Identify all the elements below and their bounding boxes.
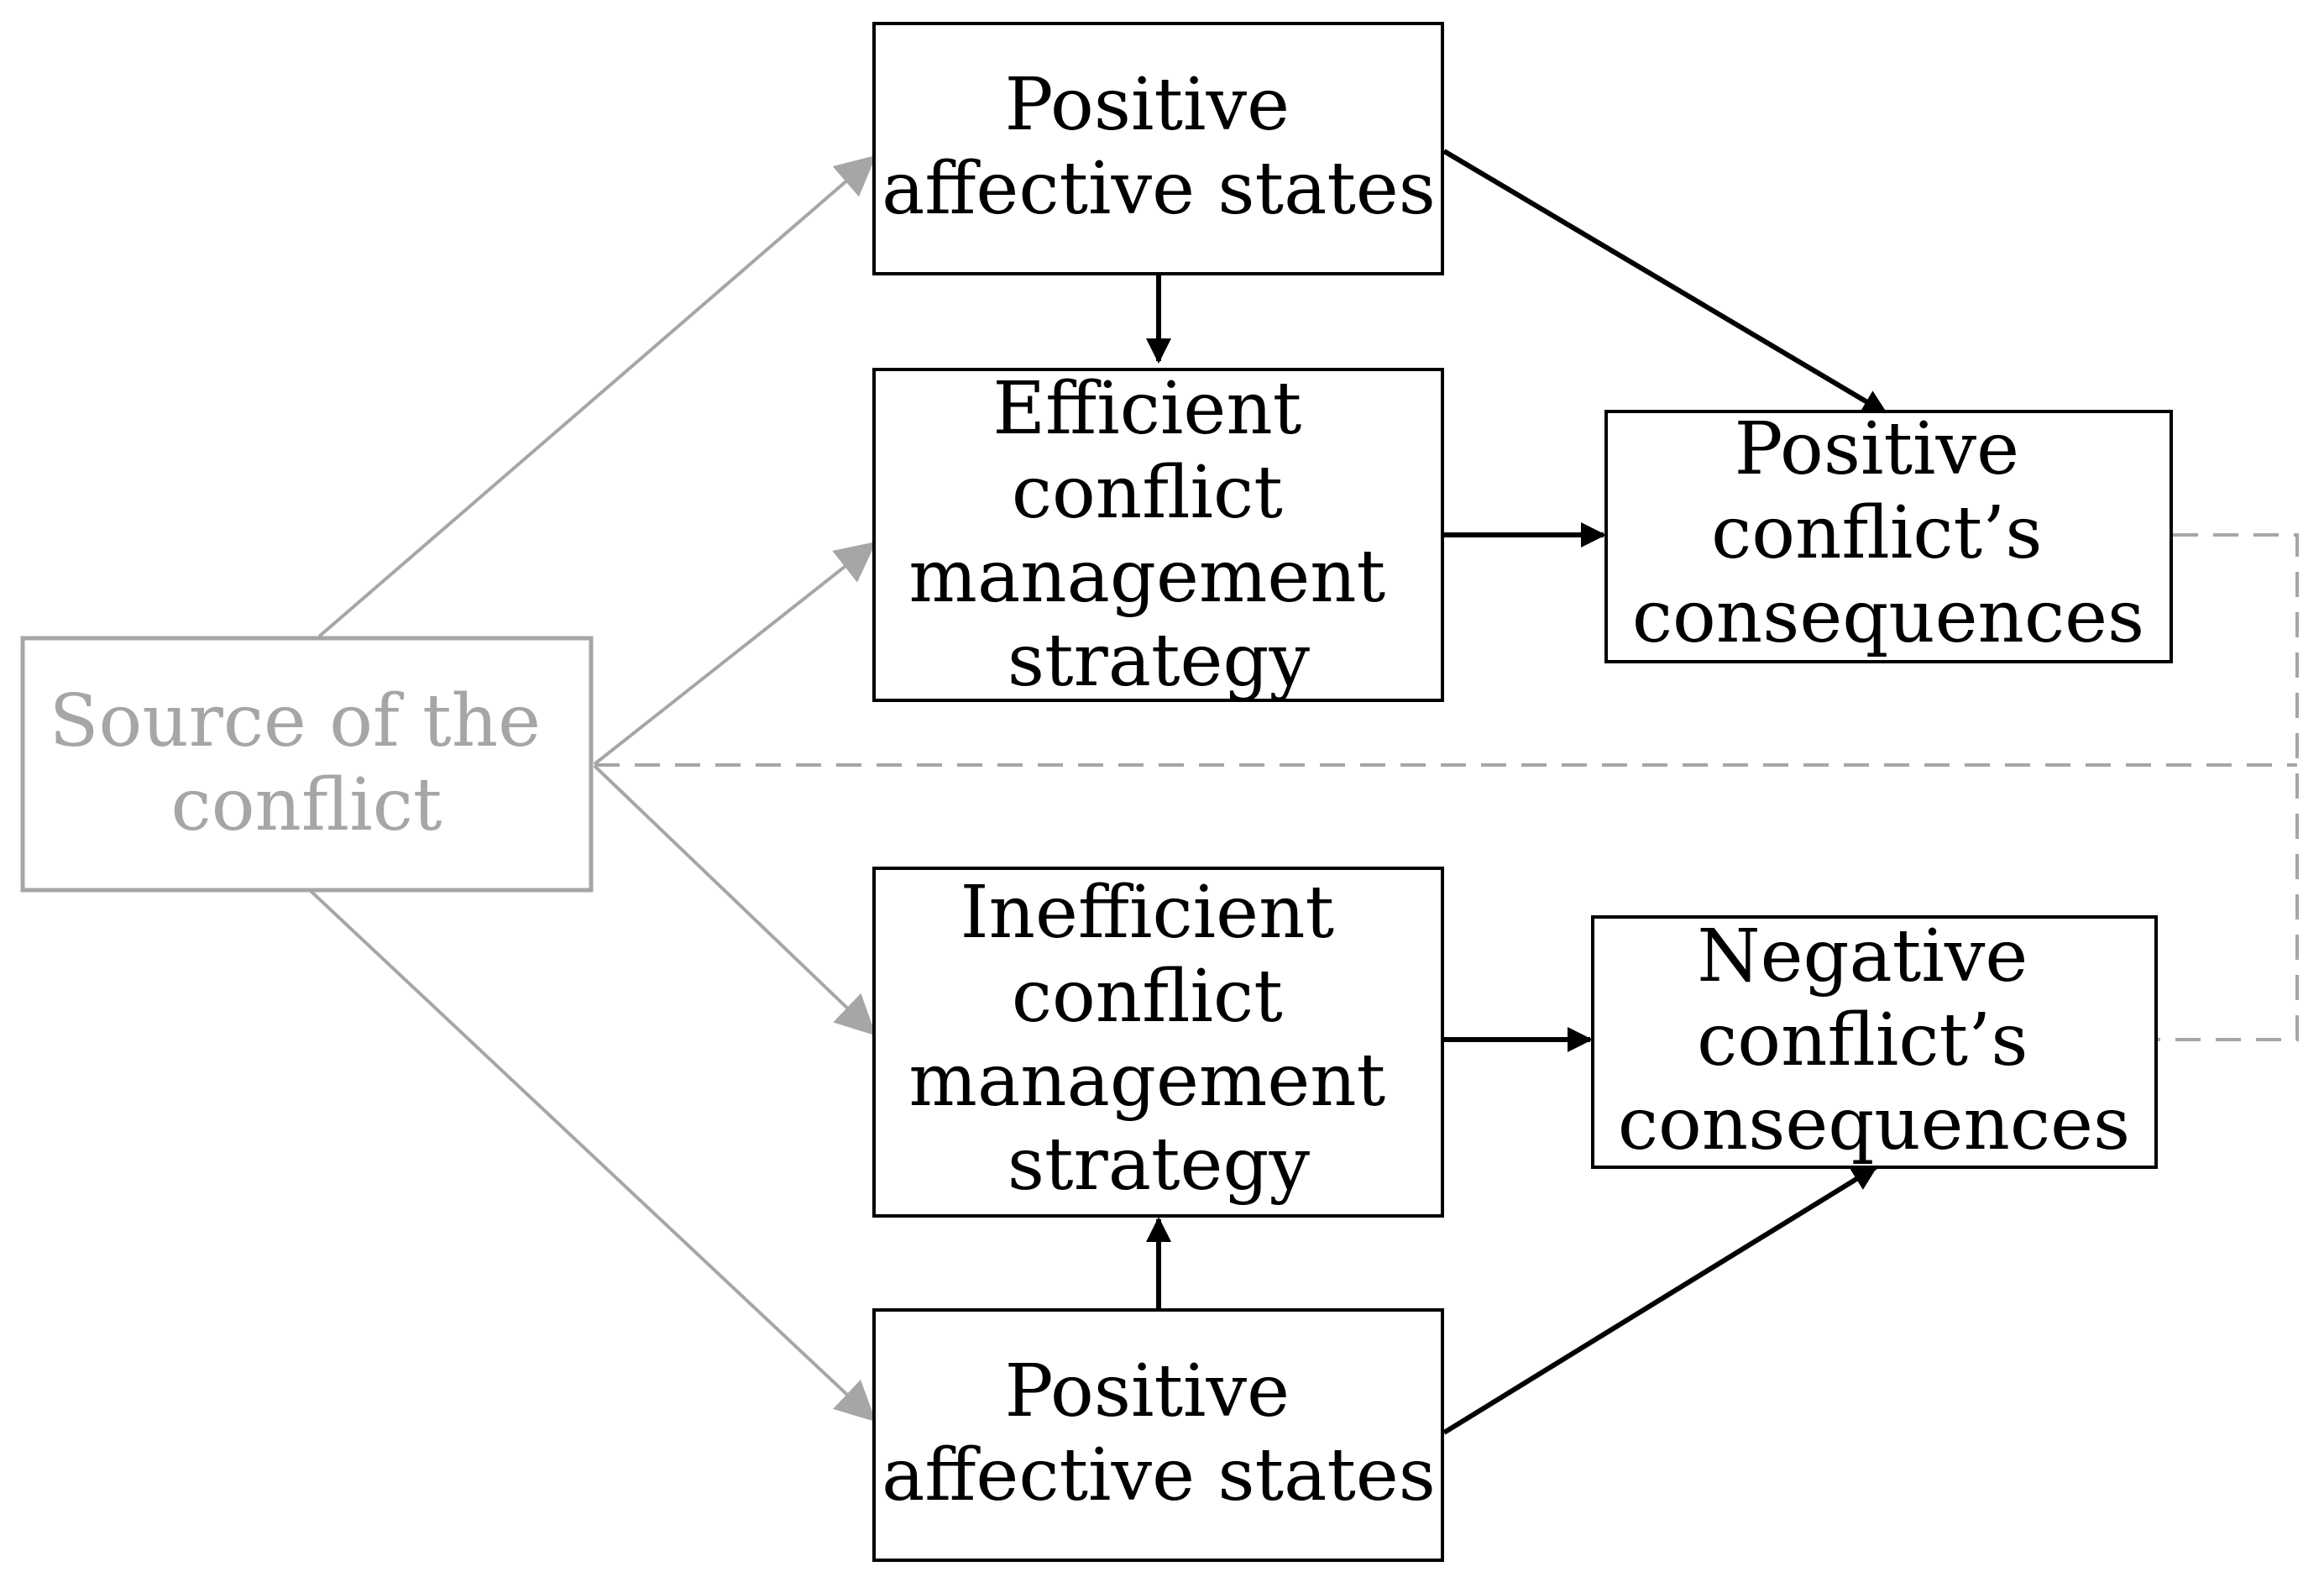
node-positive-affect-bottom: Positive affective states	[872, 1308, 1444, 1562]
arrow-affect-bottom-to-negative-consequences	[1442, 1165, 1878, 1435]
node-efficient-strategy-box	[872, 368, 1444, 702]
node-efficient-strategy: Efficient conflict management strategy	[872, 367, 1444, 703]
node-negative-consequences-label: Negative conflict’s consequences	[1618, 914, 2130, 1166]
node-positive-affect-bottom-label: Positive affective states	[882, 1349, 1436, 1517]
arrow-affect-top-to-positive-consequences	[1442, 149, 1888, 416]
node-positive-consequences-box	[1604, 410, 2173, 663]
node-inefficient-strategy: Inefficient conflict management strategy	[872, 867, 1444, 1218]
node-source-label: Source of the conflict	[50, 679, 564, 847]
node-positive-consequences-label: Positive conflict’s consequences	[1632, 407, 2144, 659]
node-negative-consequences-box	[1591, 915, 2158, 1169]
arrow-source-to-inefficient-strategy	[593, 764, 877, 1036]
node-positive-affect-top: Positive affective states	[872, 22, 1444, 275]
node-efficient-strategy-label: Efficient conflict management strategy	[908, 367, 1408, 703]
dashed-bracket	[2158, 533, 2299, 1041]
node-positive-affect-top-label: Positive affective states	[882, 63, 1436, 231]
arrow-source-to-efficient-strategy	[593, 542, 877, 766]
node-source-box	[20, 636, 594, 893]
arrow-source-to-positive-affect-bottom	[309, 889, 877, 1422]
node-source: Source of the conflict	[20, 636, 594, 893]
node-positive-affect-top-box	[872, 22, 1444, 275]
node-positive-affect-bottom-box	[872, 1308, 1444, 1562]
source-arrows	[309, 155, 877, 1422]
node-positive-consequences: Positive conflict’s consequences	[1604, 407, 2173, 663]
arrow-source-to-positive-affect-top	[317, 155, 877, 638]
node-negative-consequences: Negative conflict’s consequences	[1591, 914, 2158, 1169]
black-arrows	[1146, 149, 1888, 1435]
node-inefficient-strategy-box	[872, 867, 1444, 1218]
node-inefficient-strategy-label: Inefficient conflict management strategy	[908, 871, 1408, 1207]
